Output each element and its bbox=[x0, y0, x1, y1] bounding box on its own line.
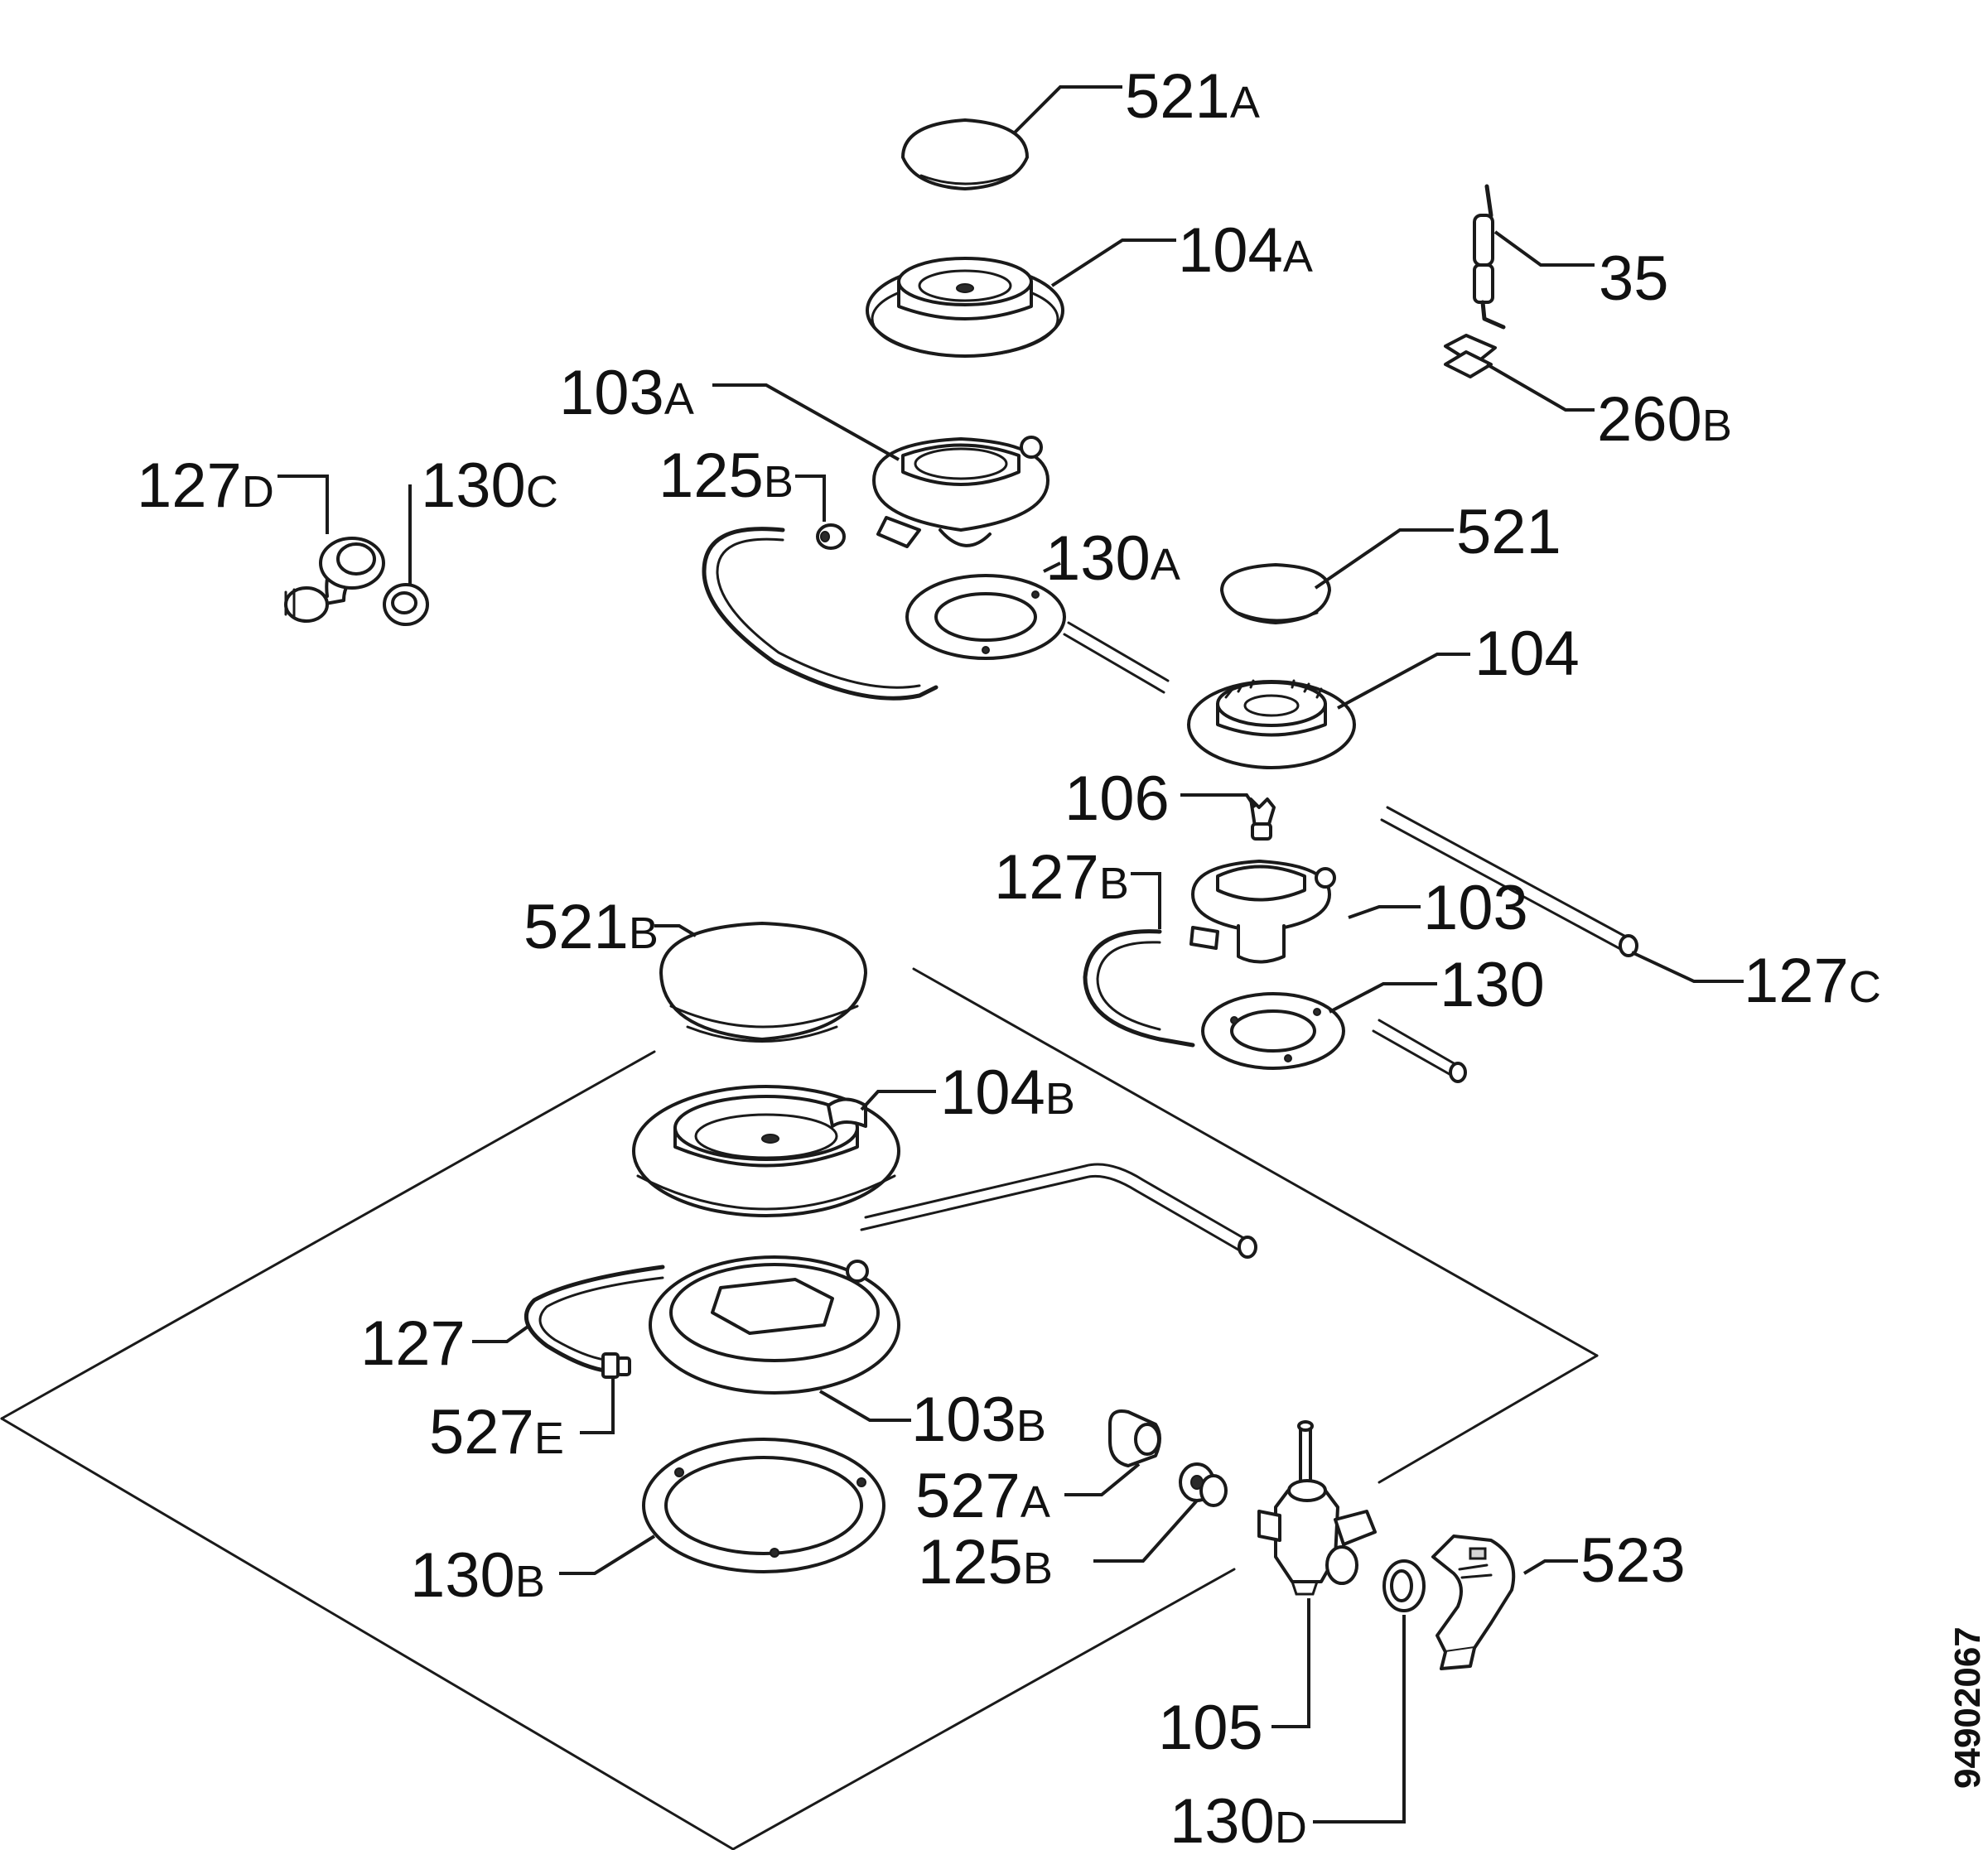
gas-pipe-127c bbox=[1372, 806, 1638, 1083]
label-103b: 103B bbox=[911, 1385, 1046, 1455]
label-104a: 104A bbox=[1178, 215, 1313, 286]
seal-ring-130a bbox=[905, 574, 1066, 660]
tap-cover-523 bbox=[1431, 1534, 1516, 1670]
injector-106 bbox=[1249, 797, 1276, 841]
burner-crown-104a bbox=[866, 257, 1064, 358]
label-127c: 127C bbox=[1744, 946, 1881, 1016]
label-523: 523 bbox=[1580, 1525, 1686, 1596]
gas-tap-105 bbox=[1257, 1420, 1377, 1596]
spark-plug-35 bbox=[1473, 184, 1506, 330]
seal-ring-130 bbox=[1201, 992, 1345, 1070]
label-104: 104 bbox=[1474, 619, 1580, 689]
label-130: 130 bbox=[1440, 950, 1545, 1020]
burner-body-103 bbox=[1189, 860, 1336, 964]
gas-pipe-127c-upper bbox=[1063, 621, 1170, 694]
burner-crown-104b bbox=[632, 1085, 900, 1217]
nut-527a bbox=[1108, 1409, 1161, 1467]
spark-clip-260b bbox=[1444, 334, 1497, 378]
seal-130c bbox=[383, 583, 429, 626]
label-35: 35 bbox=[1599, 243, 1669, 314]
label-103a: 103A bbox=[559, 358, 694, 428]
injector-125b-top bbox=[816, 523, 846, 550]
gas-pipe-127b-long bbox=[860, 1163, 1257, 1259]
thermocouple-tube-a bbox=[702, 527, 939, 701]
gas-pipe-127d bbox=[284, 537, 385, 623]
label-127b: 127B bbox=[994, 842, 1129, 913]
label-104b: 104B bbox=[940, 1057, 1075, 1128]
burner-body-103a bbox=[872, 436, 1049, 548]
label-527e: 527E bbox=[429, 1397, 564, 1467]
document-code: 94902067 bbox=[1947, 1626, 1988, 1789]
burner-cap-521b bbox=[659, 922, 867, 1043]
hob-plate-outline bbox=[0, 967, 1599, 1850]
label-106: 106 bbox=[1064, 764, 1170, 834]
label-521b: 521B bbox=[524, 892, 659, 962]
burner-cap-521a bbox=[901, 118, 1029, 190]
part-labels: 521A 104A 35 260B 103A 127D 130C 125B 13… bbox=[137, 61, 1881, 1850]
thermocouple-tube-127 bbox=[524, 1265, 665, 1373]
connector-527e bbox=[601, 1352, 631, 1379]
leader-lines bbox=[277, 85, 1744, 1824]
burner-crown-104 bbox=[1187, 679, 1356, 769]
label-130b: 130B bbox=[410, 1540, 545, 1611]
label-130c: 130C bbox=[421, 450, 558, 521]
label-105: 105 bbox=[1158, 1693, 1263, 1763]
thermocouple-tube-b bbox=[1083, 929, 1195, 1048]
burner-body-103b bbox=[649, 1255, 900, 1395]
seal-ring-130b bbox=[642, 1438, 885, 1573]
label-125b-valve: 125B bbox=[918, 1527, 1053, 1597]
label-260b: 260B bbox=[1597, 384, 1732, 455]
label-127d: 127D bbox=[137, 450, 274, 521]
burner-cap-521 bbox=[1220, 563, 1331, 624]
label-125b-top: 125B bbox=[659, 441, 794, 511]
label-521: 521 bbox=[1456, 497, 1561, 567]
seal-130d bbox=[1382, 1559, 1426, 1612]
injector-125b-valve bbox=[1179, 1462, 1228, 1507]
label-103: 103 bbox=[1423, 873, 1528, 943]
label-527a: 527A bbox=[915, 1461, 1050, 1531]
label-521a: 521A bbox=[1125, 61, 1260, 132]
label-130a: 130A bbox=[1045, 523, 1180, 594]
label-127: 127 bbox=[360, 1308, 466, 1379]
label-130d: 130D bbox=[1170, 1786, 1307, 1850]
